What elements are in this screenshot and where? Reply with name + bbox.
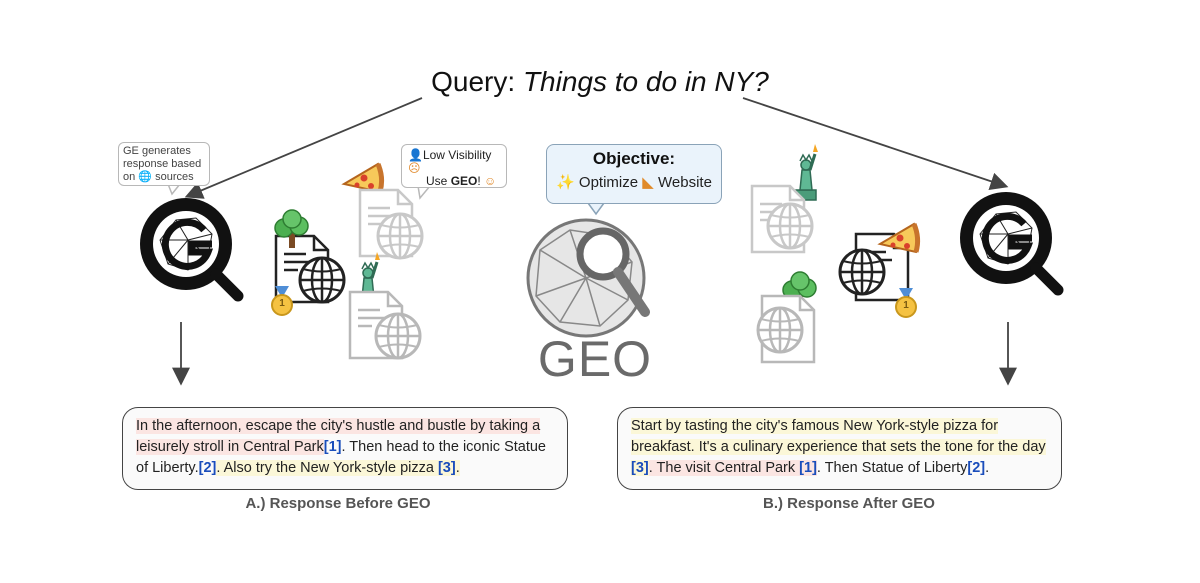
objective-bubble: Objective: ✨ Optimize ◣ Website <box>546 144 722 204</box>
response-b-citation-3: [2] <box>967 460 986 476</box>
response-b-citation-2: [1] <box>799 460 817 476</box>
query-title: Query: Things to do in NY? <box>0 66 1200 98</box>
response-b-period: . <box>985 460 990 476</box>
geo-globe-icon <box>526 218 650 338</box>
response-after-geo: Start by tasting the city's famous New Y… <box>617 407 1062 490</box>
caption-after-geo: B.) Response After GEO <box>763 495 935 512</box>
magic-wand-icon: ✨ <box>556 174 575 191</box>
sad-face-icon: ☹ <box>408 161 421 175</box>
globe-icon: 🌐 <box>138 171 153 183</box>
rank-label-left: 1 <box>279 298 285 309</box>
exclamation: ! <box>477 174 481 188</box>
geo-emphasis: GEO <box>450 174 478 188</box>
faded-globe-icon-right-bottom <box>756 306 804 354</box>
response-b-citation-1: [3] <box>631 460 649 476</box>
rank-label-right: 1 <box>903 300 909 311</box>
smile-face-icon: ☺ <box>484 174 497 188</box>
objective-website: Website <box>658 174 712 191</box>
arrow-query-to-right-engine <box>742 97 1009 190</box>
query-prefix: Query: <box>431 66 523 97</box>
generative-engine-right-icon <box>960 192 1058 290</box>
objective-title: Objective: <box>592 149 676 168</box>
response-a-citation-2: [2] <box>198 460 217 476</box>
generative-engine-left-icon <box>140 198 238 296</box>
objective-bubble-tail <box>587 202 605 216</box>
use-text: Use <box>426 174 448 188</box>
pizza-icon: ◣ <box>642 174 654 191</box>
left-bubble-tail <box>167 183 181 196</box>
faded-globe-icon-left-top <box>376 212 424 260</box>
low-visibility-text: Low Visibility <box>422 148 492 162</box>
response-b-sentence-3: . Then Statue of Liberty <box>816 460 968 476</box>
objective-optimize: Optimize <box>578 174 639 191</box>
globe-icon-left-ranked <box>298 256 346 304</box>
objective-line: ✨ Optimize ◣ Website <box>547 173 721 191</box>
response-before-geo: In the afternoon, escape the city's hust… <box>122 407 568 490</box>
caption-before-geo: A.) Response Before GEO <box>245 495 431 512</box>
engine-note-line-2: response based <box>123 158 202 170</box>
use-geo-line: Use GEO! ☺ <box>408 175 500 188</box>
arrow-query-to-left-engine <box>184 97 423 199</box>
engine-note-line-1: GE generates <box>123 145 191 157</box>
low-visibility-bubble: 👤Low Visibility☹ Use GEO! ☺ <box>401 144 507 188</box>
query-text: Things to do in NY? <box>522 66 769 97</box>
response-a-citation-3: [3] <box>437 460 456 476</box>
low-visibility-line: 👤Low Visibility☹ <box>408 149 500 175</box>
statue-of-liberty-icon-right <box>794 142 820 202</box>
engine-note-line-3: on 🌐 sources <box>123 171 205 184</box>
person-icon: 👤 <box>408 148 423 162</box>
pizza-icon-left <box>344 164 382 192</box>
response-a-sentence-3: . Also try the New York-style pizza <box>216 460 438 476</box>
faded-globe-icon-left-bottom <box>374 312 422 360</box>
engine-note-on: on <box>123 171 136 183</box>
response-b-sentence-1: Start by tasting the city's famous New Y… <box>631 418 1046 455</box>
geo-label: GEO <box>537 331 653 387</box>
globe-icon-right-ranked <box>838 248 886 296</box>
response-a-citation-1: [1] <box>323 439 342 455</box>
response-a-sentence-2: . Then head to the iconic Statue of Libe… <box>136 439 546 476</box>
response-a-period: . <box>455 460 460 476</box>
visibility-bubble-tail <box>417 185 431 200</box>
engine-note-sources: sources <box>155 171 194 183</box>
faded-globe-icon-right-top <box>766 202 814 250</box>
response-b-sentence-2: . The visit Central Park <box>648 460 800 476</box>
engine-note-bubble: GE generates response based on 🌐 sources <box>118 142 210 186</box>
